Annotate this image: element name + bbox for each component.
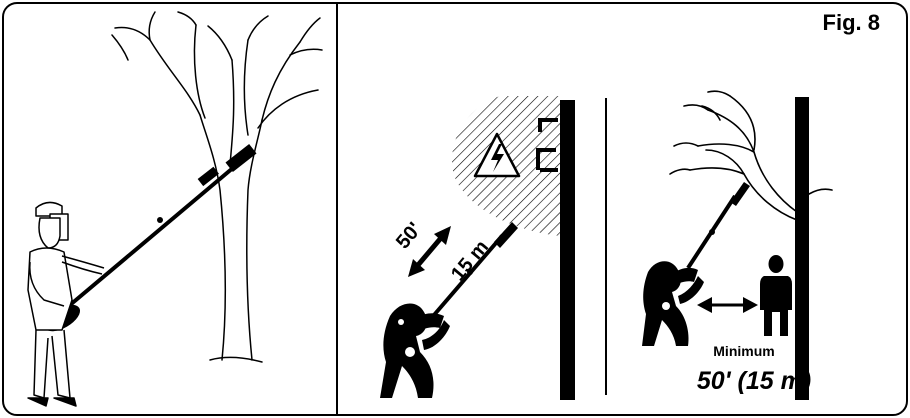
separation-arrow — [697, 297, 758, 313]
operator-middle — [380, 303, 450, 398]
tree-left — [112, 12, 322, 362]
middle-panel: 50' 15 m — [380, 96, 575, 400]
distance-meters-label: 15 m — [447, 236, 493, 285]
minimum-label: Minimum — [713, 343, 774, 359]
distance-feet-label: 50' — [392, 218, 426, 253]
left-panel — [28, 12, 322, 406]
operator-right — [642, 261, 704, 346]
figure-label: Fig. 8 — [823, 10, 880, 35]
operator-left — [28, 202, 104, 406]
bystander-icon — [760, 255, 792, 336]
tree-trunk-right — [795, 97, 809, 400]
minimum-distance-label: 50' (15 m) — [697, 367, 811, 395]
pole-saw-right — [688, 182, 750, 268]
power-pole — [560, 100, 575, 400]
right-panel: Minimum 50' (15 m) — [642, 91, 832, 400]
